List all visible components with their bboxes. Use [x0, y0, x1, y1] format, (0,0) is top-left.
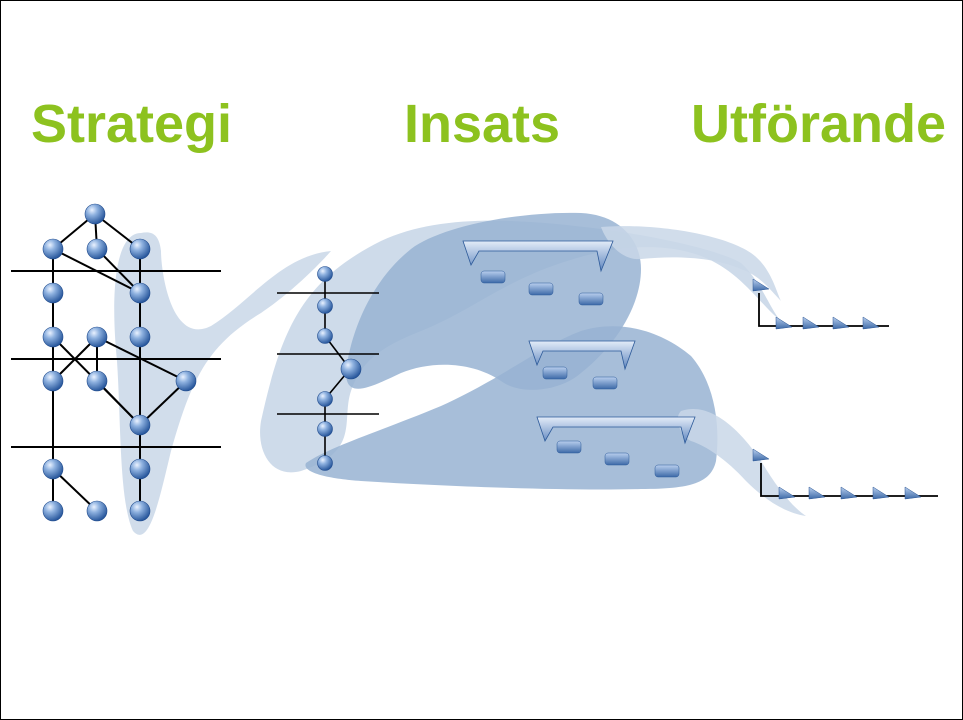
band-execution-lower [677, 409, 806, 516]
node-icon [317, 298, 333, 314]
band-strategy [114, 232, 331, 535]
block-icon [592, 376, 618, 390]
node-icon [317, 421, 333, 437]
node-icon [86, 326, 108, 348]
node-icon [317, 266, 333, 282]
block-icon [528, 282, 554, 296]
node-icon [42, 458, 64, 480]
node-icon [42, 370, 64, 392]
node-icon [86, 500, 108, 522]
triangle-icon [808, 486, 826, 500]
node-icon [317, 328, 333, 344]
node-icon [129, 458, 151, 480]
node-icon [42, 282, 64, 304]
block-icon [578, 292, 604, 306]
block-icon [542, 366, 568, 380]
node-icon [129, 414, 151, 436]
node-icon [129, 282, 151, 304]
triangle-icon [752, 448, 770, 462]
node-icon [340, 358, 362, 380]
block-icon [604, 452, 630, 466]
triangle-icon [904, 486, 922, 500]
bracket-group-1 [462, 240, 614, 306]
node-icon [129, 500, 151, 522]
bracket-group-2 [528, 340, 636, 390]
node-icon [84, 203, 106, 225]
execution-sequence-upper [752, 278, 889, 330]
band-execution-upper [601, 226, 781, 301]
block-icon [556, 440, 582, 454]
heading-insats: Insats [404, 94, 561, 154]
node-icon [317, 455, 333, 471]
triangle-icon [862, 316, 880, 330]
node-icon [175, 370, 197, 392]
node-icon [86, 370, 108, 392]
heading-utforande: Utförande [691, 94, 946, 154]
triangle-icon [840, 486, 858, 500]
block-icon [654, 464, 680, 478]
node-icon [317, 391, 333, 407]
bracket-group-3 [536, 416, 696, 478]
execution-sequence-lower [752, 448, 938, 500]
node-icon [42, 238, 64, 260]
triangle-icon [778, 486, 796, 500]
node-icon [129, 326, 151, 348]
flow-bands [114, 212, 806, 535]
triangle-icon [802, 316, 820, 330]
band-insats-lower [305, 326, 718, 490]
triangle-icon [872, 486, 890, 500]
node-icon [129, 238, 151, 260]
heading-strategi: Strategi [31, 94, 233, 154]
block-icon [480, 270, 506, 284]
triangle-icon [775, 316, 793, 330]
node-icon [86, 238, 108, 260]
triangle-icon [832, 316, 850, 330]
node-icon [42, 326, 64, 348]
node-icon [42, 500, 64, 522]
